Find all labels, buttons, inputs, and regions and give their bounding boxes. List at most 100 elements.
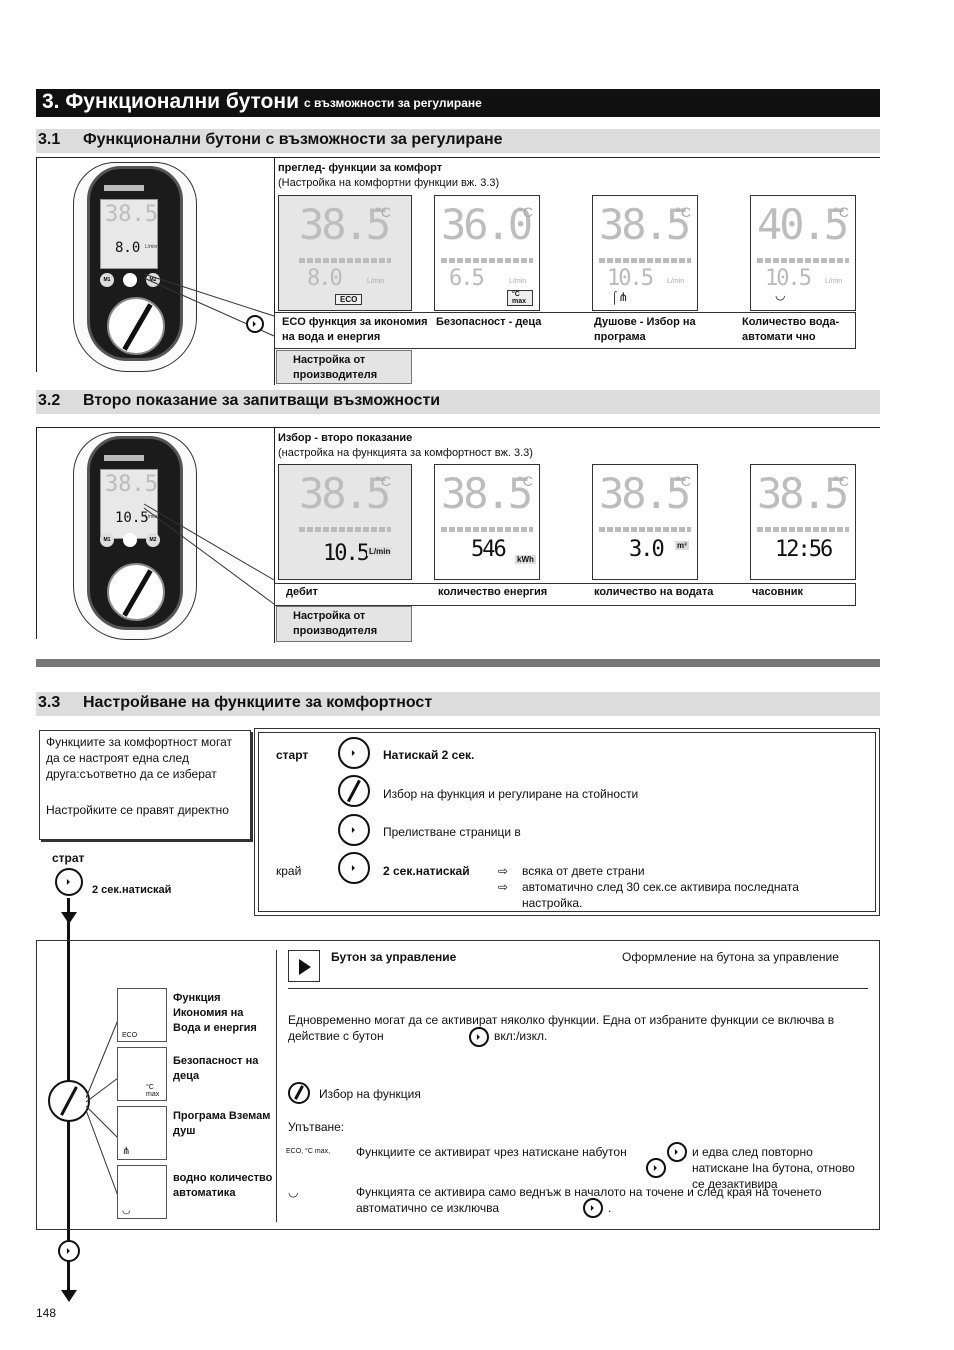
caption-flowrate: дебит bbox=[286, 586, 318, 598]
device-unit: L/min bbox=[145, 244, 158, 250]
caption-water-volume: количество на водата bbox=[594, 586, 714, 598]
section-3-1-header: 3.1 Функционални бутони с възможности за… bbox=[36, 129, 880, 153]
display-deg: °C bbox=[517, 204, 533, 220]
hint-title: Упътване: bbox=[288, 1120, 345, 1134]
eco-icon: ECO bbox=[122, 1032, 138, 1039]
knob-icon bbox=[48, 1080, 90, 1122]
mini-display-shower: ⋔ bbox=[117, 1106, 167, 1160]
section-number: 3.1 bbox=[38, 131, 61, 148]
bowl-icon: ◡ bbox=[288, 1185, 299, 1199]
display-shower: 38.5 °C 10.5 L/min ⌠⋔ bbox=[592, 195, 698, 311]
display-bar bbox=[441, 527, 533, 532]
display-bar bbox=[757, 258, 849, 263]
function-child-label: Безопасност на деца bbox=[173, 1055, 259, 1082]
start-press-label: 2 сек.натискай bbox=[92, 884, 172, 896]
display-bar bbox=[599, 527, 691, 532]
function-eco-label: Функция Икономия на Вода и енергия bbox=[173, 992, 257, 1034]
display-unit: L/min bbox=[825, 278, 843, 285]
function-shower-label: Програма Вземам душ bbox=[173, 1110, 271, 1137]
display-unit: L/min bbox=[509, 278, 527, 285]
display-temp: 38.5 bbox=[599, 469, 691, 518]
play-icon bbox=[667, 1142, 687, 1162]
bowl-icon: ◡ bbox=[122, 1205, 131, 1216]
step-start-label: старт bbox=[276, 748, 309, 762]
page-number: 148 bbox=[36, 1306, 57, 1320]
display-flow: 10.5 bbox=[765, 266, 812, 291]
display-flow: 10.5 bbox=[607, 266, 654, 291]
chapter-header: 3. Функционални бутони с възможности за … bbox=[36, 89, 880, 117]
display-water-auto: 40.5 °C 10.5 L/min ◡ bbox=[750, 195, 856, 311]
play-icon bbox=[246, 315, 264, 333]
caption-shower: Душове - Избор на програма bbox=[594, 316, 696, 343]
shower-icon: ⋔ bbox=[122, 1146, 131, 1157]
function-water-label: водно количество автоматика bbox=[173, 1172, 273, 1199]
bowl-icon: ◡ bbox=[775, 288, 786, 302]
section-3-3-header: 3.3 Настройване на функциите за комфортн… bbox=[36, 692, 880, 716]
device-body: 38.5 8.0 L/min M1 M2 bbox=[87, 166, 183, 361]
arrow-down-icon bbox=[61, 1290, 77, 1302]
play-icon bbox=[55, 868, 83, 896]
display-temp: 38.5 bbox=[299, 469, 391, 518]
hint-1b: и едва след повторно натискане Іна бутон… bbox=[692, 1145, 855, 1191]
hint-2-end: . bbox=[608, 1201, 612, 1215]
eco-tag: ECO bbox=[335, 294, 363, 305]
brand-logo bbox=[104, 455, 144, 461]
device-screen: 38.5 8.0 L/min bbox=[100, 199, 158, 269]
play-button bbox=[123, 533, 137, 547]
display-deg: °C bbox=[675, 473, 691, 489]
select-note: (настройка на функцията за комфортност в… bbox=[278, 447, 533, 459]
arrow-icon: ⇨ bbox=[498, 880, 509, 894]
knob-icon bbox=[338, 775, 370, 807]
factory-setting-label: Настройка от производителя bbox=[276, 606, 412, 642]
display-deg: °C bbox=[675, 204, 691, 220]
device-flow: 10.5 bbox=[115, 510, 149, 526]
mini-display-water: ◡ bbox=[117, 1165, 167, 1219]
display-temp: 38.5 bbox=[299, 200, 391, 249]
frame-line bbox=[36, 427, 276, 428]
chapter-title: 3. Функционални бутони bbox=[42, 90, 299, 113]
display-water-volume: 38.5 °C 3.0 m³ bbox=[592, 464, 698, 580]
play-icon bbox=[646, 1158, 666, 1178]
display-deg: °C bbox=[375, 473, 391, 489]
frame-line bbox=[36, 427, 37, 639]
device-temp: 38.5 bbox=[105, 202, 158, 227]
arrow-down-icon bbox=[61, 912, 77, 924]
panel-divider bbox=[276, 950, 277, 1222]
factory-setting-label: Настройка от производителя bbox=[276, 350, 412, 384]
section-number: 3.3 bbox=[38, 694, 61, 711]
brand-logo bbox=[104, 185, 144, 191]
panel-rule bbox=[288, 988, 868, 989]
start-label: страт bbox=[52, 851, 85, 865]
panel-paragraph: Едновременно могат да се активират някол… bbox=[288, 1013, 835, 1043]
step-press2: Натискай 2 сек. bbox=[383, 748, 475, 762]
chapter-subtitle: с възможности за регулиране bbox=[304, 96, 482, 110]
display-energy: 38.5 °C 546 kWh bbox=[434, 464, 540, 580]
section-title: Функционални бутони с възможности за рег… bbox=[83, 131, 503, 148]
display-value: 10.5 bbox=[323, 541, 370, 566]
m1-button: M1 bbox=[100, 533, 114, 547]
display-deg: °C bbox=[517, 473, 533, 489]
display-bar bbox=[599, 258, 691, 263]
section-3-2-header: 3.2 Второ показание за запитващи възможн… bbox=[36, 390, 880, 414]
display-temp: 38.5 bbox=[599, 200, 691, 249]
control-button-design: Оформление на бутона за управление bbox=[622, 950, 839, 964]
caption-eco: ECO функция за икономия на вода и енерги… bbox=[282, 316, 428, 343]
shower-icon: ⌠⋔ bbox=[611, 290, 629, 304]
play-icon bbox=[338, 814, 370, 846]
caption-energy: количество енергия bbox=[438, 586, 548, 598]
end-option-1: всяка от двете страни bbox=[522, 864, 645, 878]
display-eco: 38.5 °C 8.0 L/min ECO bbox=[278, 195, 412, 311]
function-panel bbox=[36, 940, 880, 1230]
display-value: 12:56 bbox=[775, 537, 833, 562]
step-page: Прелистване страници в bbox=[383, 825, 521, 839]
display-bar bbox=[299, 258, 391, 263]
display-value: 3.0 bbox=[629, 537, 665, 562]
section-divider bbox=[36, 659, 880, 667]
display-temp: 40.5 bbox=[757, 200, 849, 249]
play-icon bbox=[338, 737, 370, 769]
section-title: Второ показание за запитващи възможности bbox=[83, 392, 441, 409]
play-icon bbox=[469, 1027, 489, 1047]
frame-line bbox=[36, 157, 37, 372]
control-button-label: Бутон за управление bbox=[331, 950, 457, 964]
display-deg: °C bbox=[375, 204, 391, 220]
